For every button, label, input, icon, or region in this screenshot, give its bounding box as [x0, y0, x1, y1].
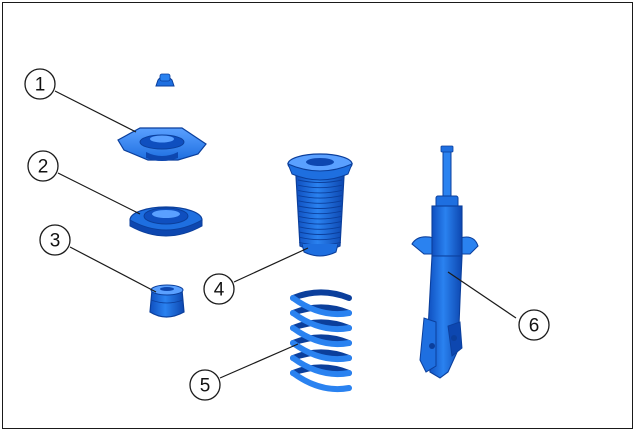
spring-coil-back — [290, 289, 352, 301]
callout-1: 1 — [24, 68, 56, 100]
coil-spring — [290, 289, 352, 393]
callout-label-1: 1 — [35, 75, 46, 96]
dust-boot — [287, 153, 353, 257]
spring-coil-front — [290, 370, 352, 393]
leader-line-5 — [219, 343, 299, 379]
callout-4: 4 — [203, 273, 235, 305]
callout-5: 5 — [189, 369, 221, 401]
boot-ring — [297, 184, 343, 189]
callout-label-2: 2 — [38, 157, 49, 178]
boot-ring — [298, 221, 342, 225]
leader-line-6 — [447, 271, 517, 319]
callout-label-6: 6 — [529, 316, 540, 337]
leader-line-3 — [69, 246, 157, 293]
boot-ring — [298, 189, 342, 194]
leader-lines — [54, 90, 517, 379]
callout-label-5: 5 — [200, 376, 211, 397]
boot-ring — [298, 236, 342, 241]
spring-coil-front — [290, 295, 352, 318]
strut-bearing — [129, 206, 203, 237]
boot-ring — [298, 226, 342, 230]
bump-stop — [149, 284, 185, 318]
leader-line-2 — [57, 172, 141, 215]
callout-2: 2 — [27, 150, 59, 182]
boot-ring — [298, 195, 342, 199]
callout-label-4: 4 — [214, 280, 225, 301]
callout-6: 6 — [518, 309, 550, 341]
spring-coil-front — [290, 355, 352, 378]
leader-line-4 — [233, 247, 309, 283]
spring-coil-front — [290, 310, 352, 333]
callouts: 1 2 3 4 5 6 — [24, 68, 550, 401]
boot-ring — [298, 205, 342, 209]
leader-line-1 — [54, 90, 137, 133]
shock-absorber — [411, 145, 479, 379]
spring-coil-front — [290, 340, 352, 363]
boot-ring — [298, 200, 342, 204]
spring-coil-front — [290, 325, 352, 348]
strut-mount-cap — [117, 73, 207, 161]
callout-label-3: 3 — [50, 231, 61, 252]
boot-ring — [298, 231, 342, 235]
boot-ring — [297, 179, 343, 183]
boot-ring — [298, 215, 342, 220]
boot-ring — [298, 210, 342, 215]
callout-3: 3 — [39, 224, 71, 256]
